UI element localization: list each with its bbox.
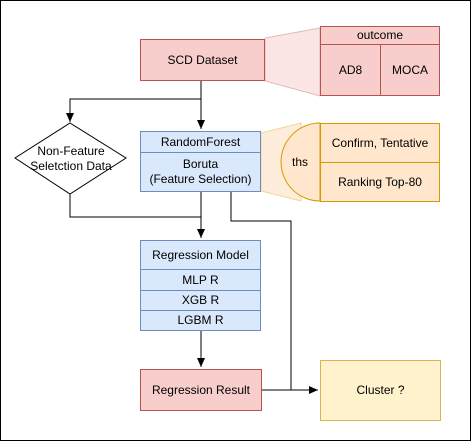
- confirm-tentative-label: Confirm, Tentative: [331, 135, 429, 150]
- outcome-ad8-node[interactable]: AD8: [320, 44, 381, 96]
- outcome-callout-wedge: [264, 27, 321, 97]
- cluster-node[interactable]: Cluster ?: [320, 360, 441, 421]
- cluster-label: Cluster ?: [356, 383, 405, 397]
- nonfeature-diamond-shape: [14, 122, 127, 195]
- scd-dataset-node[interactable]: SCD Dataset: [140, 39, 265, 81]
- xgb-r-label: XGB R: [181, 293, 220, 307]
- regression-model-node[interactable]: Regression Model: [140, 240, 261, 270]
- mlp-r-label: MLP R: [182, 272, 219, 287]
- outcome-ad8-label: AD8: [338, 62, 363, 77]
- outcome-header-node[interactable]: outcome: [320, 26, 440, 45]
- nonfeature-label: Non-Feature Seletction Data: [30, 144, 112, 173]
- regression-result-label: Regression Result: [151, 382, 251, 397]
- outcome-header-label: outcome: [356, 28, 404, 42]
- boruta-label: Boruta (Feature Selection): [149, 157, 252, 186]
- boruta-node[interactable]: Boruta (Feature Selection): [140, 152, 261, 192]
- ths-half-circle: [280, 122, 321, 202]
- lgbm-r-node[interactable]: LGBM R: [140, 310, 261, 331]
- mlp-r-node[interactable]: MLP R: [140, 269, 261, 291]
- regression-result-node[interactable]: Regression Result: [140, 369, 262, 411]
- confirm-tentative-node[interactable]: Confirm, Tentative: [320, 123, 440, 163]
- outcome-moca-label: MOCA: [392, 62, 428, 77]
- ranking-top80-label: Ranking Top-80: [338, 174, 422, 189]
- ths-label: ths: [291, 155, 308, 169]
- edge-boruta-to-cluster: [230, 192, 292, 390]
- regression-model-label: Regression Model: [152, 247, 249, 262]
- outcome-moca-node[interactable]: MOCA: [380, 44, 440, 96]
- lgbm-r-label: LGBM R: [177, 313, 224, 327]
- xgb-r-node[interactable]: XGB R: [140, 290, 261, 311]
- randomforest-label: RandomForest: [160, 134, 241, 149]
- randomforest-node[interactable]: RandomForest: [140, 131, 261, 153]
- edge-scd-to-nonfeature: [66, 98, 201, 122]
- scd-dataset-label: SCD Dataset: [167, 52, 238, 67]
- ranking-top80-node[interactable]: Ranking Top-80: [320, 162, 440, 202]
- edge-nonfeature-to-regression: [69, 194, 201, 218]
